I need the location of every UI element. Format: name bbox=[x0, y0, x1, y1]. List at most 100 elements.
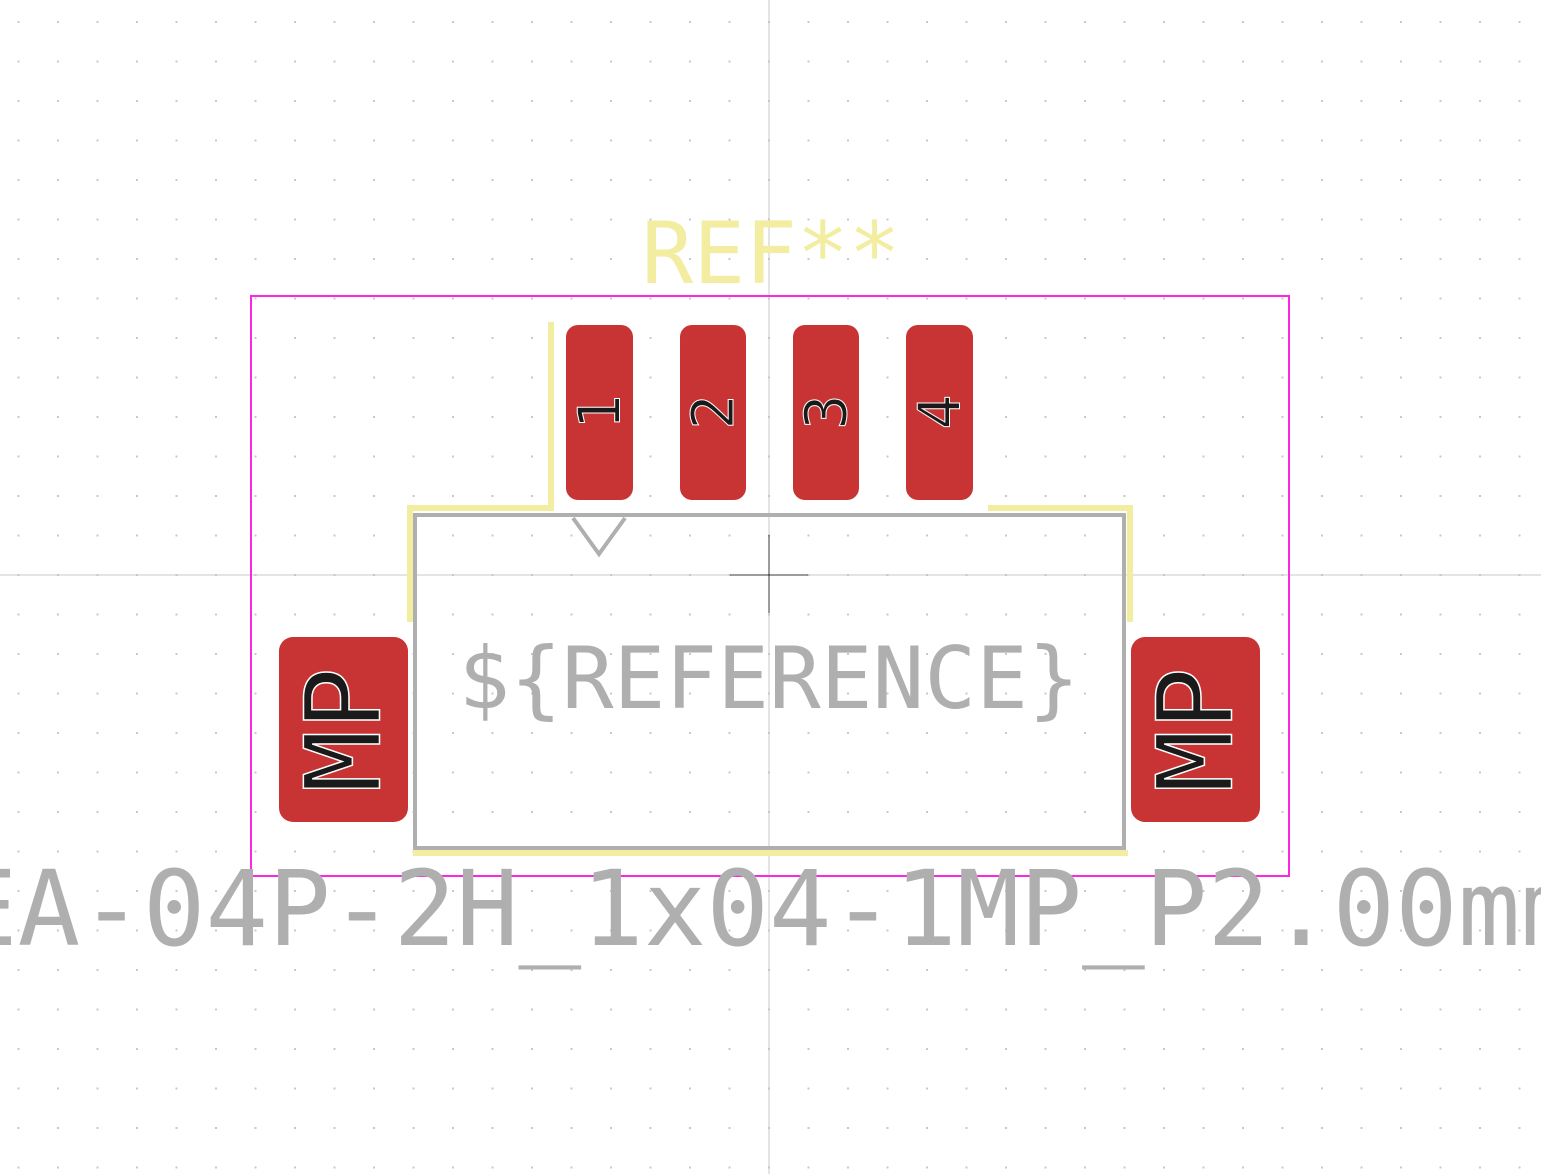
grid-dot bbox=[215, 218, 217, 221]
grid-dot bbox=[412, 297, 415, 300]
grid-dot bbox=[1518, 850, 1521, 853]
grid-dot bbox=[886, 455, 889, 458]
grid-dot bbox=[1005, 179, 1007, 181]
fab-outline[interactable] bbox=[413, 513, 1126, 850]
grid-dot bbox=[215, 100, 217, 102]
grid-dot bbox=[689, 1048, 691, 1050]
grid-dot bbox=[1005, 653, 1007, 655]
mounting-pad-left[interactable]: MP bbox=[279, 637, 408, 822]
grid-dot bbox=[175, 258, 178, 260]
grid-dot bbox=[1242, 495, 1244, 497]
grid-dot bbox=[570, 21, 573, 23]
pad-1[interactable]: 1 bbox=[565, 325, 634, 500]
grid-dot bbox=[1439, 1008, 1442, 1011]
grid-dot bbox=[531, 929, 533, 932]
grid-dot bbox=[17, 139, 20, 142]
grid-dot bbox=[807, 534, 810, 537]
reference-designator[interactable]: REF** bbox=[642, 204, 901, 304]
grid-dot bbox=[1360, 771, 1363, 774]
pad-2-number: 2 bbox=[679, 395, 747, 430]
grid-dot bbox=[254, 850, 257, 853]
grid-dot bbox=[215, 1127, 217, 1129]
grid-dot bbox=[1400, 337, 1402, 339]
grid-dot bbox=[17, 771, 20, 774]
grid-dot bbox=[1044, 692, 1047, 695]
grid-dot bbox=[57, 1087, 59, 1090]
grid-dot bbox=[452, 455, 454, 458]
grid-dot bbox=[491, 969, 494, 971]
grid-dot bbox=[1479, 732, 1481, 734]
grid-dot bbox=[1439, 179, 1442, 181]
grid-dot bbox=[689, 297, 691, 300]
grid-dot bbox=[807, 653, 810, 655]
grid-dot bbox=[1005, 455, 1007, 458]
grid-dot bbox=[1439, 1087, 1442, 1090]
grid-dot bbox=[847, 258, 849, 260]
grid-dot bbox=[17, 613, 20, 616]
pad-3[interactable]: 3 bbox=[792, 325, 861, 500]
grid-dot bbox=[886, 1048, 889, 1050]
grid-dot bbox=[965, 929, 968, 932]
grid-dot bbox=[531, 613, 533, 616]
grid-dot bbox=[1044, 890, 1047, 892]
grid-dot bbox=[1281, 21, 1284, 23]
grid-dot bbox=[926, 258, 928, 260]
grid-dot bbox=[1321, 337, 1323, 339]
grid-dot bbox=[886, 534, 889, 537]
grid-dot bbox=[926, 613, 928, 616]
grid-dot bbox=[689, 100, 691, 102]
grid-dot bbox=[1321, 692, 1323, 695]
grid-dot bbox=[57, 1048, 59, 1050]
grid-dot bbox=[1005, 1087, 1007, 1090]
grid-dot bbox=[1360, 929, 1363, 932]
grid-dot bbox=[491, 139, 494, 142]
grid-dot bbox=[1400, 850, 1402, 853]
grid-dot bbox=[1439, 100, 1442, 102]
grid-dot bbox=[136, 732, 138, 734]
mounting-pad-right[interactable]: MP bbox=[1131, 637, 1260, 822]
silkscreen-outline-left[interactable] bbox=[407, 322, 554, 622]
grid-dot bbox=[847, 179, 849, 181]
pad-2[interactable]: 2 bbox=[679, 325, 748, 500]
grid-dot bbox=[531, 139, 533, 142]
grid-dot bbox=[570, 969, 573, 971]
grid-dot bbox=[886, 811, 889, 813]
grid-dot bbox=[136, 495, 138, 497]
footprint-value-text[interactable]: 3EA-04P-2H_1x04-1MP_P2.00mm_ bbox=[0, 848, 1541, 970]
grid-dot bbox=[1400, 1127, 1402, 1129]
grid-dot bbox=[1202, 929, 1205, 932]
mounting-pad-right-label: MP bbox=[1135, 667, 1257, 792]
courtyard-outline[interactable] bbox=[250, 295, 1290, 877]
grid-dot bbox=[728, 534, 731, 537]
grid-dot bbox=[175, 1166, 178, 1169]
grid-dot bbox=[531, 1048, 533, 1050]
grid-dot bbox=[136, 890, 138, 892]
grid-dot bbox=[965, 969, 968, 971]
grid-dot bbox=[96, 495, 99, 497]
grid-dot bbox=[491, 890, 494, 892]
grid-dot bbox=[1400, 21, 1402, 23]
pad-4[interactable]: 4 bbox=[905, 325, 974, 500]
grid-dot bbox=[570, 218, 573, 221]
grid-dot bbox=[649, 416, 652, 418]
grid-dot bbox=[1163, 337, 1165, 339]
grid-dot bbox=[491, 1166, 494, 1169]
grid-dot bbox=[649, 534, 652, 537]
grid-dot bbox=[886, 60, 889, 63]
grid-dot bbox=[412, 1087, 415, 1090]
grid-dot bbox=[531, 455, 533, 458]
grid-dot bbox=[333, 534, 336, 537]
grid-dot bbox=[1321, 21, 1323, 23]
silkscreen-outline-right[interactable] bbox=[988, 505, 1133, 622]
grid-dot bbox=[57, 100, 59, 102]
grid-dot bbox=[1479, 139, 1481, 142]
grid-dot bbox=[1321, 653, 1323, 655]
fab-reference-text[interactable]: ${REFERENCE} bbox=[458, 629, 1079, 729]
grid-dot bbox=[452, 653, 454, 655]
grid-dot bbox=[175, 534, 178, 537]
pad-1-copper bbox=[566, 325, 633, 500]
grid-dot bbox=[1163, 376, 1165, 379]
grid-dot bbox=[1044, 139, 1047, 142]
grid-dot bbox=[175, 179, 178, 181]
